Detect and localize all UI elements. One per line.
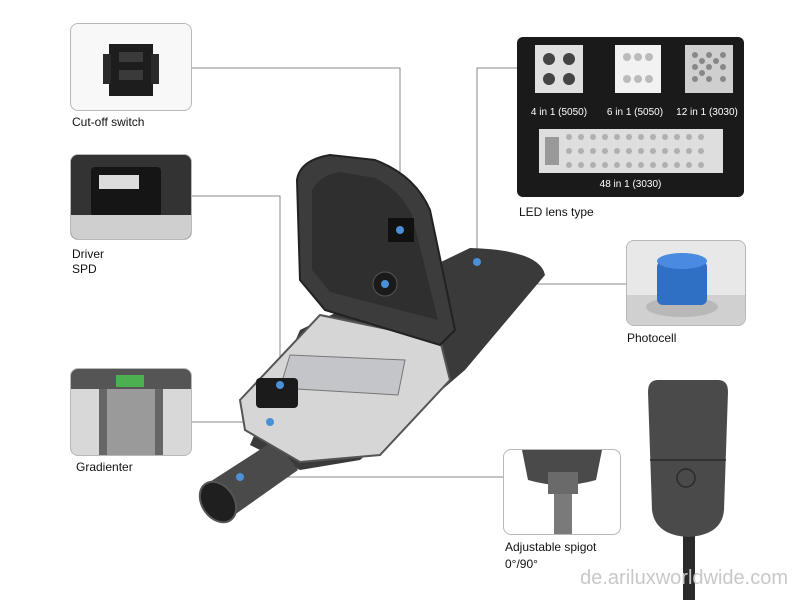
driver-callout-line bbox=[190, 195, 281, 385]
photocell-dot bbox=[381, 280, 389, 288]
photocell-label: Photocell bbox=[627, 331, 677, 345]
streetlight-luminaire bbox=[198, 153, 545, 524]
front-view-sensor bbox=[676, 468, 696, 488]
spd-label: SPD bbox=[72, 262, 97, 276]
led-lens-panel: 4 in 1 (5050) 6 in 1 (5050) 12 in 1 (303… bbox=[517, 37, 744, 197]
led-lens-label: LED lens type bbox=[519, 205, 594, 219]
gradienter-image bbox=[70, 368, 192, 456]
driver-dot bbox=[276, 381, 284, 389]
cutoff-dot bbox=[396, 226, 404, 234]
spigot-label: Adjustable spigot bbox=[505, 540, 597, 554]
spd-module bbox=[256, 378, 298, 408]
driver-spd-image bbox=[70, 154, 192, 240]
front-view-body bbox=[648, 380, 728, 537]
lens-callout-line bbox=[476, 67, 517, 262]
gradienter-dot bbox=[266, 418, 274, 426]
spigot-opening bbox=[198, 480, 238, 524]
lens-dot bbox=[473, 258, 481, 266]
lens-caption-4in1: 4 in 1 (5050) bbox=[530, 107, 588, 118]
driver-label: Driver bbox=[72, 247, 104, 261]
front-view-pole bbox=[683, 520, 695, 600]
lens-caption-12in1: 12 in 1 (3030) bbox=[676, 107, 738, 118]
front-view-luminaire bbox=[648, 380, 728, 600]
watermark-text: de.ariluxworldwide.com bbox=[580, 567, 788, 589]
cutoff-switch-image bbox=[70, 23, 192, 111]
cutoff-switch-label: Cut-off switch bbox=[72, 115, 145, 129]
spigot-angles-label: 0°/90° bbox=[505, 557, 538, 571]
spigot-dot bbox=[236, 473, 244, 481]
lens-caption-6in1: 6 in 1 (5050) bbox=[606, 107, 664, 118]
lens-caption-48in1: 48 in 1 (3030) bbox=[599, 179, 662, 190]
spigot-image bbox=[503, 449, 621, 535]
gradienter-label: Gradienter bbox=[76, 460, 133, 474]
lid-inner bbox=[312, 172, 438, 320]
driver-box bbox=[279, 354, 406, 396]
photocell-image bbox=[626, 240, 746, 326]
